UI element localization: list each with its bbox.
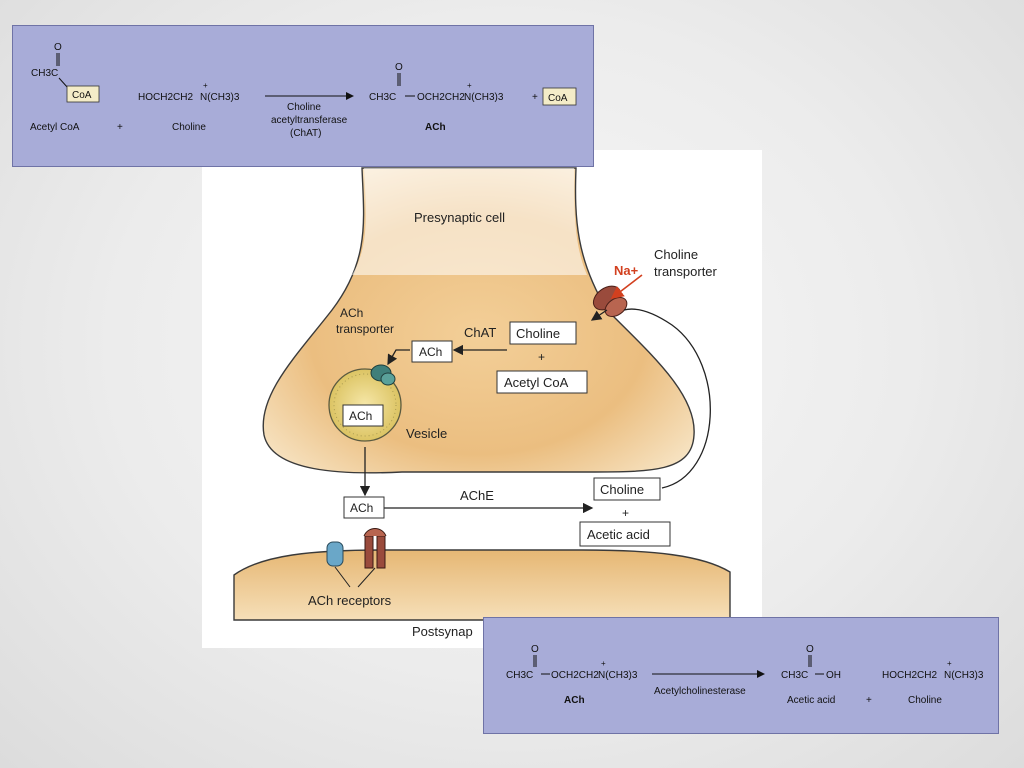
acetic-formula: CH3C — [781, 670, 808, 681]
enzyme-line-1: Choline — [287, 102, 321, 113]
choline-box-cytosol — [509, 321, 577, 345]
acetic-acid-box — [579, 521, 671, 547]
hyd-ach-o: O — [531, 644, 539, 655]
hyd-choline-formula-n: N(CH3)3 — [944, 670, 984, 681]
ach-receptor-icon-1 — [326, 541, 344, 567]
synthesis-reaction-panel: O CH3C CoA Acetyl CoA + + HOCH2CH2 N(CH3… — [12, 25, 594, 167]
ach-transporter-label-2: transporter — [336, 322, 394, 336]
ach-receptors-label: ACh receptors — [308, 593, 392, 608]
hyd-ach-formula-n: N(CH3)3 — [598, 670, 638, 681]
choline-cleft-text: Choline — [600, 482, 644, 497]
ach-o: O — [395, 62, 403, 73]
hyd-ach-formula-a: CH3C — [506, 670, 533, 681]
hyd-plus: + — [866, 695, 872, 706]
enzyme-line-2: acetyltransferase — [271, 115, 348, 126]
plus-cleft: + — [622, 506, 629, 520]
hyd-enzyme: Acetylcholinesterase — [654, 686, 746, 697]
vesicle-label: Vesicle — [406, 426, 447, 441]
hyd-ach-n-plus: + — [601, 659, 606, 668]
plus-inner: + — [538, 350, 545, 364]
postsynaptic-membrane — [233, 549, 731, 621]
choline-n-plus: + — [203, 81, 208, 90]
hyd-choline-n-plus: + — [947, 659, 952, 668]
acetylcoa-ch3c: CH3C — [31, 68, 58, 79]
ach-box-cleft — [343, 496, 385, 519]
acetic-name: Acetic acid — [787, 695, 835, 706]
hydrolysis-reaction-panel: O CH3C OCH2CH2 + N(CH3)3 ACh Acetylcholi… — [483, 617, 999, 734]
acetylcoa-o: O — [54, 42, 62, 53]
acetylcoa-box-text: Acetyl CoA — [504, 375, 569, 390]
ach-cytosol-text: ACh — [419, 345, 442, 359]
ach-box-vesicle — [342, 404, 384, 427]
choline-formula-a: HOCH2CH2 — [138, 92, 193, 103]
ach-formula-b: OCH2CH2 — [417, 92, 465, 103]
acetic-o: O — [806, 644, 814, 655]
coa-product-text: CoA — [548, 93, 568, 104]
acetic-acid-text: Acetic acid — [587, 527, 650, 542]
ach-transporter-icon — [370, 364, 396, 386]
hyd-ach-formula-b: OCH2CH2 — [551, 670, 599, 681]
chat-label: ChAT — [464, 325, 496, 340]
ach-formula-a: CH3C — [369, 92, 396, 103]
ach-vesicle-text: ACh — [349, 409, 372, 423]
ach-formula-n: N(CH3)3 — [464, 92, 504, 103]
hyd-choline-formula-a: HOCH2CH2 — [882, 670, 937, 681]
ach-cleft-text: ACh — [350, 501, 373, 515]
synapse-svg: Presynaptic cell Na+ Choline transporter… — [233, 167, 731, 639]
ach-n-plus: + — [467, 81, 472, 90]
hyd-choline-name: Choline — [908, 695, 942, 706]
ach-receptor-icon-2 — [363, 528, 387, 569]
synthesis-reaction-svg: O CH3C CoA Acetyl CoA + + HOCH2CH2 N(CH3… — [30, 42, 577, 139]
acetic-oh: OH — [826, 670, 841, 681]
plus-1: + — [117, 122, 123, 133]
acetylcoa-box — [496, 370, 588, 394]
ach-box-cytosol — [411, 340, 453, 363]
choline-transporter-label-2: transporter — [654, 264, 718, 279]
ach-transporter-label-1: ACh — [340, 306, 363, 320]
choline-box-cleft — [593, 477, 661, 501]
choline-box-text: Choline — [516, 326, 560, 341]
hydrolysis-reaction-svg: O CH3C OCH2CH2 + N(CH3)3 ACh Acetylcholi… — [506, 644, 984, 706]
postsynaptic-label: Postsynap — [412, 624, 473, 639]
synapse-diagram: Presynaptic cell Na+ Choline transporter… — [202, 150, 762, 648]
coa-reactant-text: CoA — [72, 90, 92, 101]
coa-box-product — [542, 87, 577, 106]
enzyme-line-3: (ChAT) — [290, 128, 321, 139]
choline-formula-n: N(CH3)3 — [200, 92, 240, 103]
ach-name: ACh — [425, 122, 446, 133]
hyd-ach-name: ACh — [564, 695, 585, 706]
ache-label: AChE — [460, 488, 494, 503]
coa-box-reactant — [66, 85, 100, 103]
choline-transporter-label-1: Choline — [654, 247, 698, 262]
choline-name: Choline — [172, 122, 206, 133]
plus-2: + — [532, 92, 538, 103]
acetylcoa-name: Acetyl CoA — [30, 122, 80, 133]
na-label: Na+ — [614, 263, 639, 278]
presynaptic-label: Presynaptic cell — [414, 210, 505, 225]
